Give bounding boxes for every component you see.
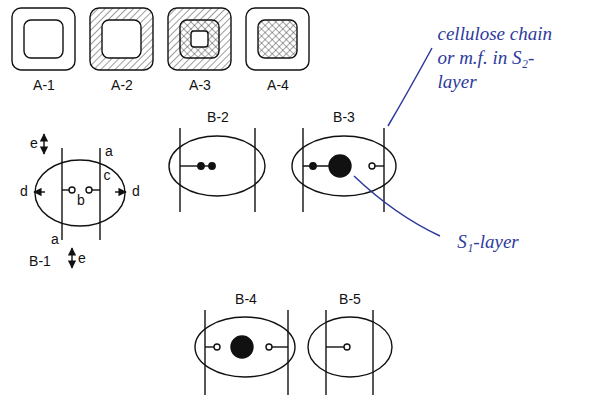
wall-line xyxy=(204,310,205,395)
leader-line xyxy=(354,176,440,236)
axis-letter: e xyxy=(78,251,86,266)
cell-lumen xyxy=(191,31,208,47)
chain-line xyxy=(180,165,212,166)
figure-label: A-1 xyxy=(33,78,55,93)
open-dot xyxy=(214,344,220,350)
ellipse xyxy=(169,136,265,196)
cell-middle xyxy=(180,20,219,58)
cell-lumen xyxy=(24,20,63,58)
cell-outer xyxy=(168,8,231,70)
figure-label: A-2 xyxy=(111,78,133,93)
wall-line xyxy=(383,128,384,212)
direction-arrow xyxy=(34,191,45,192)
figure-label: A-3 xyxy=(189,78,211,93)
chain-line xyxy=(375,165,384,166)
open-dot xyxy=(69,187,75,193)
chain-line xyxy=(326,346,344,347)
filled-dot xyxy=(209,163,215,169)
large-dot xyxy=(329,155,351,177)
direction-arrow xyxy=(43,134,44,154)
open-dot xyxy=(369,163,375,169)
cell-core xyxy=(258,20,297,58)
leader-line xyxy=(388,48,432,126)
ellipse xyxy=(195,317,295,377)
filled-dot xyxy=(310,163,316,169)
handwritten-note: S₁-layer xyxy=(457,230,518,254)
wall-line xyxy=(287,310,288,395)
chain-line xyxy=(272,346,288,347)
part-letter: c xyxy=(104,168,111,183)
ellipse xyxy=(292,136,396,196)
figure-label: A-4 xyxy=(267,78,289,93)
figure-label: B-1 xyxy=(29,254,51,269)
axis-letter: d xyxy=(132,184,140,199)
part-letter: b xyxy=(77,193,85,208)
figure-label: B-5 xyxy=(339,292,361,307)
open-dot xyxy=(344,344,350,350)
chain-line xyxy=(205,346,214,347)
filled-dot xyxy=(198,163,204,169)
figure-label: B-2 xyxy=(207,110,229,125)
part-letter: a xyxy=(105,144,113,159)
wall-line xyxy=(372,310,373,395)
figure-label: B-3 xyxy=(333,110,355,125)
wall-line xyxy=(179,128,180,212)
wall-line xyxy=(99,148,100,240)
figure-label: B-4 xyxy=(235,292,257,307)
cell-outer xyxy=(246,8,309,70)
open-dot xyxy=(266,344,272,350)
large-dot xyxy=(231,336,253,358)
cell-outer xyxy=(90,8,153,70)
handwritten-note: cellulose chain or m.f. in S₂-layer xyxy=(438,22,563,93)
direction-arrow xyxy=(115,191,126,192)
cell-outer xyxy=(12,8,75,70)
open-dot xyxy=(86,187,92,193)
direction-arrow xyxy=(71,248,72,268)
wall-line xyxy=(254,128,255,212)
wall-line xyxy=(325,310,326,395)
ellipse xyxy=(35,160,125,226)
cell-lumen xyxy=(102,20,141,58)
wall-line xyxy=(61,148,62,240)
axis-letter: d xyxy=(20,184,28,199)
axis-letter: e xyxy=(30,136,38,151)
chain-line xyxy=(62,189,69,190)
wall-line xyxy=(302,128,303,212)
ellipse xyxy=(308,317,392,377)
part-letter: a xyxy=(51,232,59,247)
chain-line xyxy=(92,189,100,190)
